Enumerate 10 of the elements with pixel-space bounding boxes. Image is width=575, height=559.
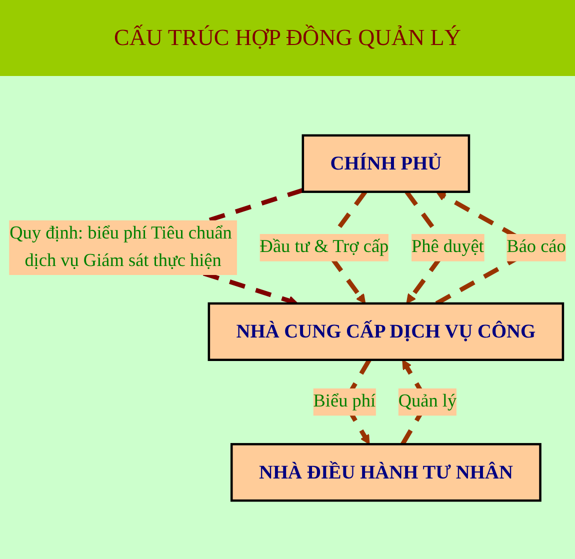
- edge-label: Biểu phí: [313, 392, 376, 412]
- node-box: NHÀ ĐIỀU HÀNH TƯ NHÂN: [230, 443, 542, 502]
- edge-label: Quản lý: [398, 392, 457, 412]
- node-box: NHÀ CUNG CẤP DỊCH VỤ CÔNG: [208, 302, 564, 361]
- title: CẤU TRÚC HỢP ĐỒNG QUẢN LÝ: [114, 25, 461, 51]
- edge-label: Phê duyệt: [411, 237, 484, 257]
- edge-label: Quy định: biểu phí Tiêu chuẩn dịch vụ Giám sát thực hiện: [10, 224, 232, 270]
- node-box: CHÍNH PHỦ: [302, 134, 470, 193]
- edge-label: Báo cáo: [506, 237, 566, 257]
- edge-label: Đầu tư & Trợ cấp: [260, 237, 389, 257]
